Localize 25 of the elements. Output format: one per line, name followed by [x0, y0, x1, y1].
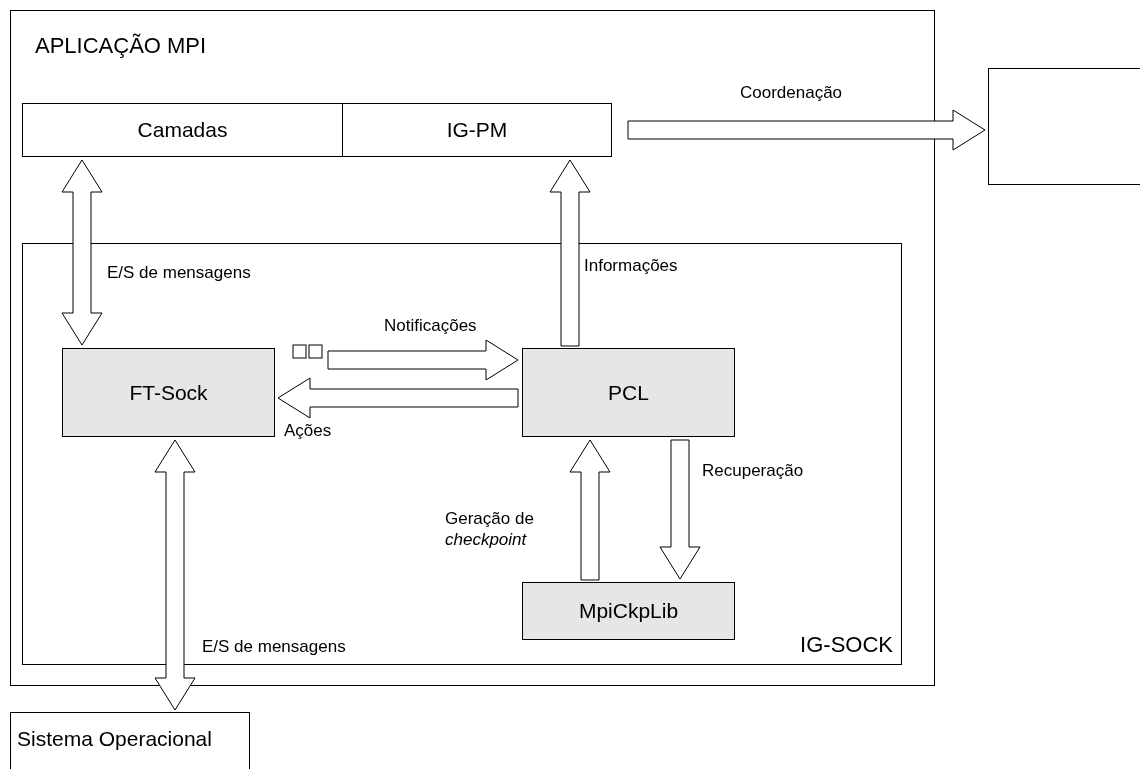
layer-frame: [22, 243, 902, 665]
component-box: [522, 348, 735, 437]
component-box: [62, 348, 275, 437]
module-box: [22, 103, 343, 157]
block-arrow: [549, 159, 591, 347]
frame-title: APLICAÇÃO MPI: [34, 32, 207, 59]
box-label: MpiCkpLib: [578, 599, 679, 623]
block-arrow: [659, 439, 701, 580]
block-arrow: [627, 109, 986, 151]
block-arrow: [154, 439, 196, 711]
module-box: [342, 103, 612, 157]
block-arrow: [277, 377, 519, 419]
module-box: [988, 68, 1140, 185]
layer-frame: [10, 10, 935, 686]
block-arrow: [569, 439, 611, 581]
block-arrow: [327, 339, 519, 381]
box-label: PCL: [608, 380, 649, 405]
box-label: Sistema Operacional: [16, 726, 212, 751]
box-label: IG-PM: [446, 118, 508, 142]
frame-title: IG-SOCK: [800, 632, 894, 659]
component-box: [522, 582, 735, 640]
box-label: Camadas: [137, 118, 228, 142]
block-arrow: [61, 159, 103, 346]
box-label: FT-Sock: [129, 380, 208, 405]
module-box: [10, 712, 250, 769]
